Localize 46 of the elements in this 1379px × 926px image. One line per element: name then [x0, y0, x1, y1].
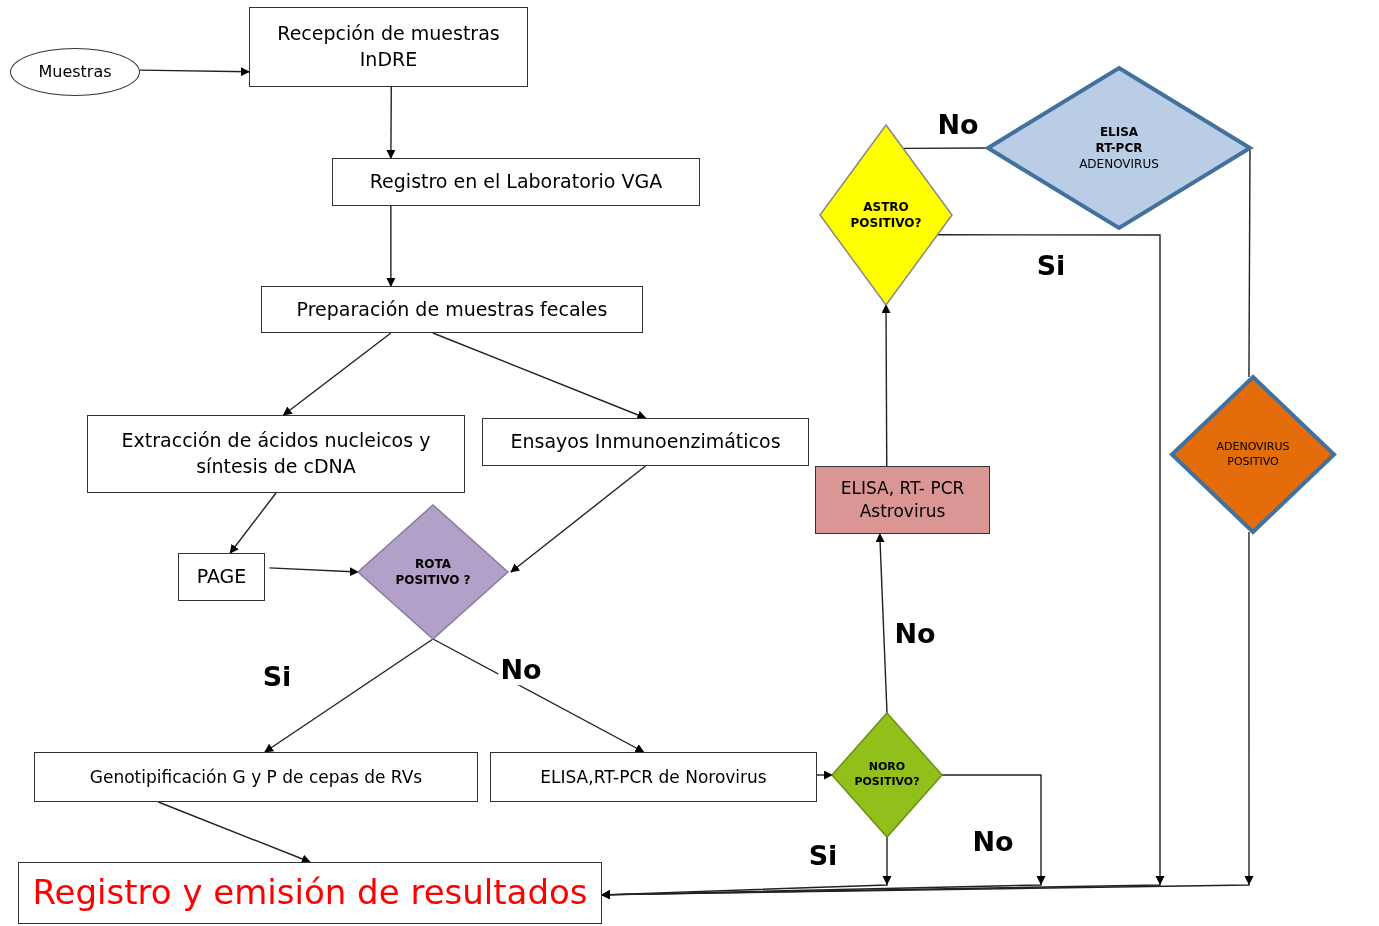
process-box [482, 418, 809, 466]
process-box [34, 752, 478, 802]
decision-diamond [1172, 377, 1334, 532]
arrow [157, 801, 311, 864]
arrow [875, 533, 888, 714]
arrow [139, 67, 250, 77]
node-text: NORO POSITIVO? [853, 760, 921, 790]
node-text: ADENOVIRUS POSITIVO [1215, 439, 1291, 470]
node-text: Registro en el Laboratorio VGA [369, 169, 663, 195]
node-text: Genotipificación G y P de cepas de RVs [89, 765, 423, 789]
arrow [386, 205, 396, 287]
decision-diamond [358, 505, 508, 639]
arrow [601, 531, 1250, 900]
arrow [432, 332, 647, 420]
process-box [261, 286, 643, 333]
process-box [815, 466, 990, 534]
arrow [229, 492, 277, 554]
arrow [264, 638, 434, 753]
node-text: PAGE [196, 564, 247, 590]
arrow [510, 465, 647, 573]
node-text: ASTRO POSITIVO? [849, 198, 923, 232]
node-text: Recepción de muestras InDRE [276, 21, 501, 72]
arrow [386, 86, 396, 159]
process-box [178, 553, 265, 601]
node-text: ROTA POSITIVO ? [394, 555, 472, 589]
node-text: ELISA, RT- PCR Astrovirus [839, 477, 966, 523]
node-text: Extracción de ácidos nucleicos y síntesis de cDNA [120, 428, 432, 479]
node-text: ELISA,RT-PCR de Norovirus [540, 765, 767, 789]
arrow [282, 332, 392, 416]
decision-diamond [832, 713, 942, 837]
node-text: ADENOVIRUS [1079, 156, 1159, 173]
arrow [881, 304, 891, 467]
process-box [87, 415, 465, 493]
arrow [816, 770, 833, 780]
node-text: Registro y emisión de resultados [32, 871, 588, 915]
process-box [332, 158, 700, 206]
node-text: Preparación de muestras fecales [296, 296, 608, 322]
arrow [432, 638, 645, 753]
process-box [249, 7, 528, 87]
process-box [18, 862, 602, 924]
node-text: ELISA RT-PCR [1094, 123, 1144, 157]
node-text: Muestras [38, 61, 112, 83]
node-text: Ensayos Inmunoenzimáticos [510, 429, 781, 455]
arrow [268, 567, 359, 577]
process-box [490, 752, 817, 802]
arrow [601, 774, 1042, 900]
